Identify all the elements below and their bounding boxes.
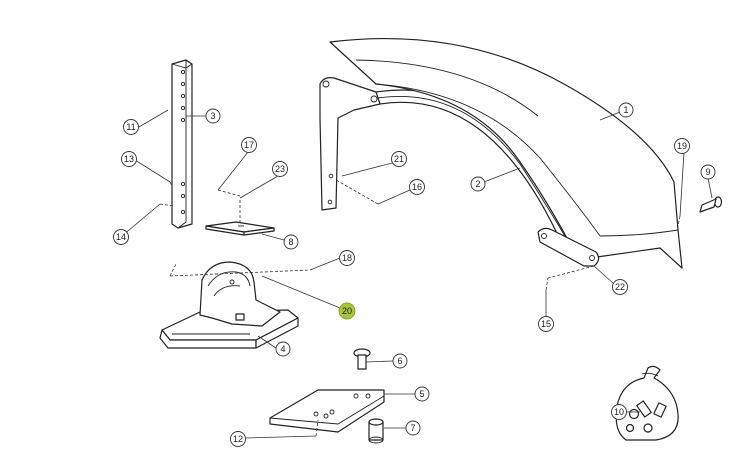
vertical-post xyxy=(171,59,193,229)
svg-text:13: 13 xyxy=(124,154,134,164)
callout-15[interactable]: 15 xyxy=(538,316,554,332)
svg-text:17: 17 xyxy=(244,140,254,150)
callout-5[interactable]: 5 xyxy=(414,386,430,402)
svg-text:20: 20 xyxy=(342,306,352,316)
callout-17[interactable]: 17 xyxy=(241,137,257,153)
svg-text:4: 4 xyxy=(280,344,285,354)
callout-21[interactable]: 21 xyxy=(391,151,407,167)
spacer-sleeve xyxy=(368,418,384,444)
svg-text:14: 14 xyxy=(116,232,126,242)
callout-11[interactable]: 11 xyxy=(123,119,139,135)
svg-text:12: 12 xyxy=(233,434,243,444)
callout-8[interactable]: 8 xyxy=(283,234,299,250)
flat-plate xyxy=(269,389,385,433)
callout-22[interactable]: 22 xyxy=(612,279,628,295)
callout-19[interactable]: 19 xyxy=(674,138,690,154)
leader-lines xyxy=(121,109,713,439)
callout-23[interactable]: 23 xyxy=(272,161,288,177)
svg-text:5: 5 xyxy=(419,389,424,399)
svg-text:16: 16 xyxy=(412,182,422,192)
callout-1[interactable]: 1 xyxy=(618,102,634,118)
svg-text:6: 6 xyxy=(397,356,402,366)
svg-text:2: 2 xyxy=(475,179,480,189)
callout-4[interactable]: 4 xyxy=(275,341,291,357)
svg-text:1: 1 xyxy=(623,105,628,115)
callout-2[interactable]: 2 xyxy=(470,176,486,192)
callout-9[interactable]: 9 xyxy=(700,164,716,180)
support-arm xyxy=(319,77,382,211)
svg-text:23: 23 xyxy=(275,164,285,174)
svg-text:3: 3 xyxy=(210,111,215,121)
callout-16[interactable]: 16 xyxy=(409,179,425,195)
mounting-bracket xyxy=(159,261,299,349)
callout-12[interactable]: 12 xyxy=(230,431,246,447)
callout-18[interactable]: 18 xyxy=(339,250,355,266)
callouts: 1 2 3 4 5 6 7 8 9 10 11 12 13 14 15 16 1… xyxy=(113,102,716,447)
svg-text:11: 11 xyxy=(126,122,135,132)
bolt-part-6 xyxy=(353,348,371,370)
svg-text:9: 9 xyxy=(705,167,710,177)
svg-text:22: 22 xyxy=(615,282,625,292)
svg-text:21: 21 xyxy=(394,154,404,164)
hardware-bag xyxy=(615,365,679,441)
svg-text:7: 7 xyxy=(410,423,415,433)
svg-text:10: 10 xyxy=(614,407,624,417)
callout-6[interactable]: 6 xyxy=(392,353,408,369)
callout-13[interactable]: 13 xyxy=(121,151,137,167)
small-plate xyxy=(205,221,275,236)
svg-text:15: 15 xyxy=(541,319,551,329)
callout-20[interactable]: 20 xyxy=(338,302,356,320)
screw-part-9 xyxy=(699,196,723,213)
fender-shell xyxy=(329,38,683,269)
callout-10[interactable]: 10 xyxy=(611,404,627,420)
callout-7[interactable]: 7 xyxy=(405,420,421,436)
svg-text:18: 18 xyxy=(342,253,352,263)
callout-3[interactable]: 3 xyxy=(205,108,221,124)
svg-text:8: 8 xyxy=(288,237,293,247)
svg-text:19: 19 xyxy=(677,141,687,151)
callout-14[interactable]: 14 xyxy=(113,229,129,245)
